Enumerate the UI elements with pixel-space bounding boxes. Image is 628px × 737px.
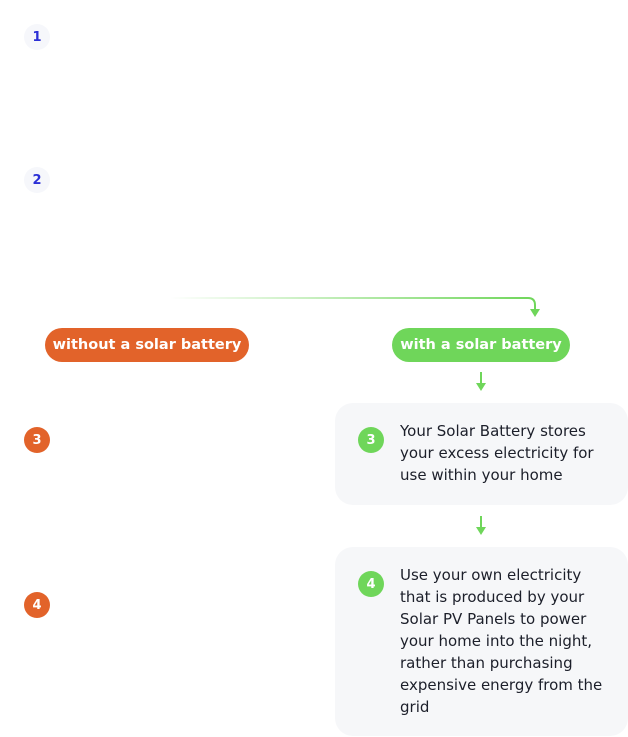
branch-arrow-icon <box>170 297 540 317</box>
step-badge-3-without: 3 <box>24 427 50 453</box>
step-badge-4-without: 4 <box>24 592 50 618</box>
step-badge-3-with: 3 <box>358 427 384 453</box>
step-badge-1: 1 <box>24 24 50 50</box>
arrow-down-icon <box>476 372 486 391</box>
step-card-3: 3 Your Solar Battery stores your excess … <box>335 403 628 505</box>
with-battery-pill: with a solar battery <box>392 328 570 362</box>
step-card-3-text: Your Solar Battery stores your excess el… <box>400 422 594 484</box>
step-card-4-text: Use your own electricity that is produce… <box>400 566 603 716</box>
step-badge-2: 2 <box>24 167 50 193</box>
arrow-down-icon <box>476 516 486 535</box>
without-battery-pill: without a solar battery <box>45 328 249 362</box>
step-card-4: 4 Use your own electricity that is produ… <box>335 547 628 736</box>
step-badge-4-with: 4 <box>358 571 384 597</box>
